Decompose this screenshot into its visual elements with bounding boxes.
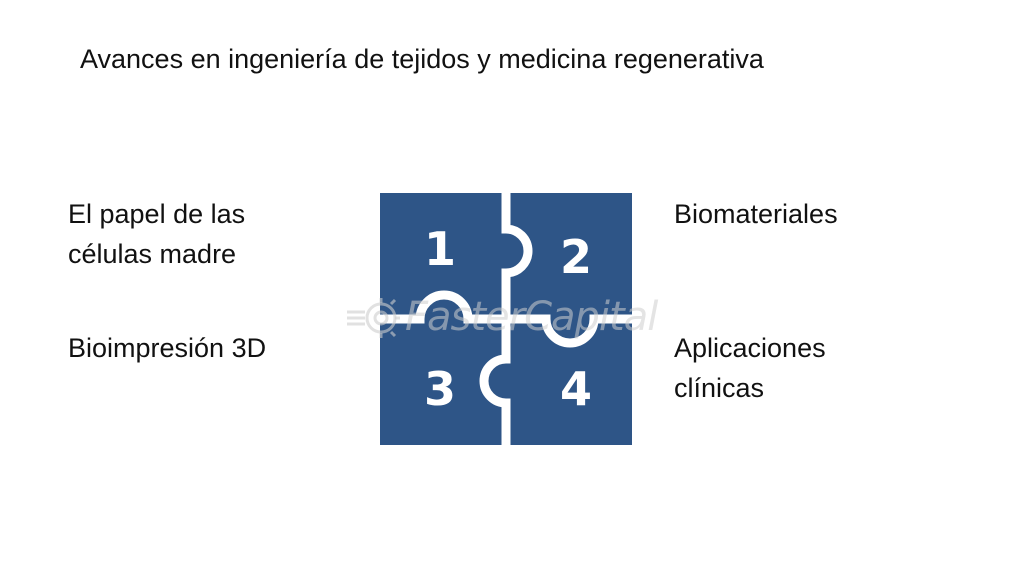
label-stem-cells: El papel de las células madre bbox=[68, 199, 246, 269]
cut-right-horizontal bbox=[506, 314, 632, 348]
piece-number-3: 3 bbox=[424, 362, 456, 416]
puzzle-diagram: 1 2 3 4 bbox=[380, 193, 632, 445]
cut-left-horizontal bbox=[380, 290, 506, 324]
cut-bottom-vertical bbox=[479, 319, 511, 445]
piece-number-1: 1 bbox=[424, 222, 456, 276]
piece-number-2: 2 bbox=[560, 230, 592, 284]
label-clinical-applications: Aplicaciones clínicas bbox=[674, 333, 826, 403]
piece-number-4: 4 bbox=[560, 362, 592, 416]
cut-top-vertical bbox=[501, 193, 533, 319]
slide-title: Avances en ingeniería de tejidos y medic… bbox=[80, 44, 764, 74]
label-biomaterials: Biomateriales bbox=[674, 199, 838, 229]
puzzle-svg: 1 2 3 4 bbox=[380, 193, 632, 445]
puzzle-cut-lines bbox=[380, 193, 632, 445]
label-bioprinting: Bioimpresión 3D bbox=[68, 333, 267, 363]
